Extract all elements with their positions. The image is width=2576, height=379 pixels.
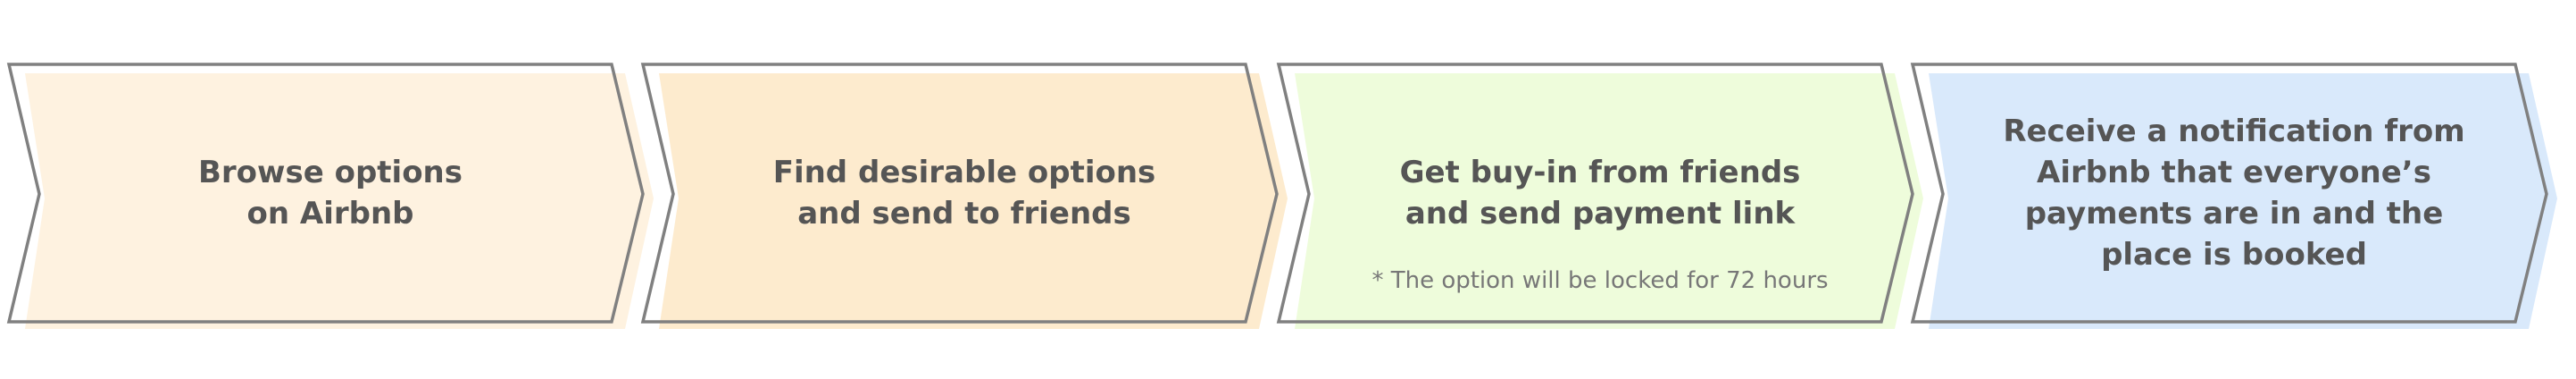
chevron-shape [640, 63, 1288, 329]
chevron-shape [6, 63, 654, 329]
chevron-outline [1910, 63, 2548, 324]
step-label-line: Airbnb that everyone’s [2037, 155, 2431, 190]
chevron-shape [1276, 63, 1923, 329]
step-label-line: payments are in and the [2024, 196, 2444, 232]
step-label: Browse options on Airbnb [63, 152, 598, 234]
chevron-fill [1929, 73, 2557, 329]
chevron-outline [6, 63, 645, 324]
step-label: Get buy-in from friends and send payment… [1332, 152, 1868, 234]
step-note: * The option will be locked for 72 hours [1371, 267, 1829, 294]
step-label-line: Find desirable options [772, 155, 1156, 190]
chevron-fill [659, 73, 1288, 329]
chevron-outline [1276, 63, 1914, 324]
step-label-line: Browse options [198, 155, 463, 190]
chevron-fill [25, 73, 654, 329]
step-label: Find desirable options and send to frien… [696, 152, 1232, 234]
step-label-line: Get buy-in from friends [1399, 155, 1801, 190]
step-label-line: Receive a notification from [2003, 114, 2465, 149]
step-receive-notification: Receive a notification from Airbnb that … [1910, 63, 2557, 333]
chevron-shape [1910, 63, 2557, 329]
chevron-outline [640, 63, 1279, 324]
step-label-line: and send to friends [797, 196, 1131, 232]
step-find-options: Find desirable options and send to frien… [640, 63, 1288, 333]
step-get-buy-in: Get buy-in from friends and send payment… [1276, 63, 1923, 333]
step-browse-options: Browse options on Airbnb [6, 63, 654, 333]
chevron-fill [1295, 73, 1923, 329]
step-label-line: on Airbnb [246, 196, 414, 232]
step-label-line: and send payment link [1405, 196, 1796, 232]
step-label-line: place is booked [2101, 237, 2367, 273]
step-label: Receive a notification from Airbnb that … [1966, 111, 2502, 275]
